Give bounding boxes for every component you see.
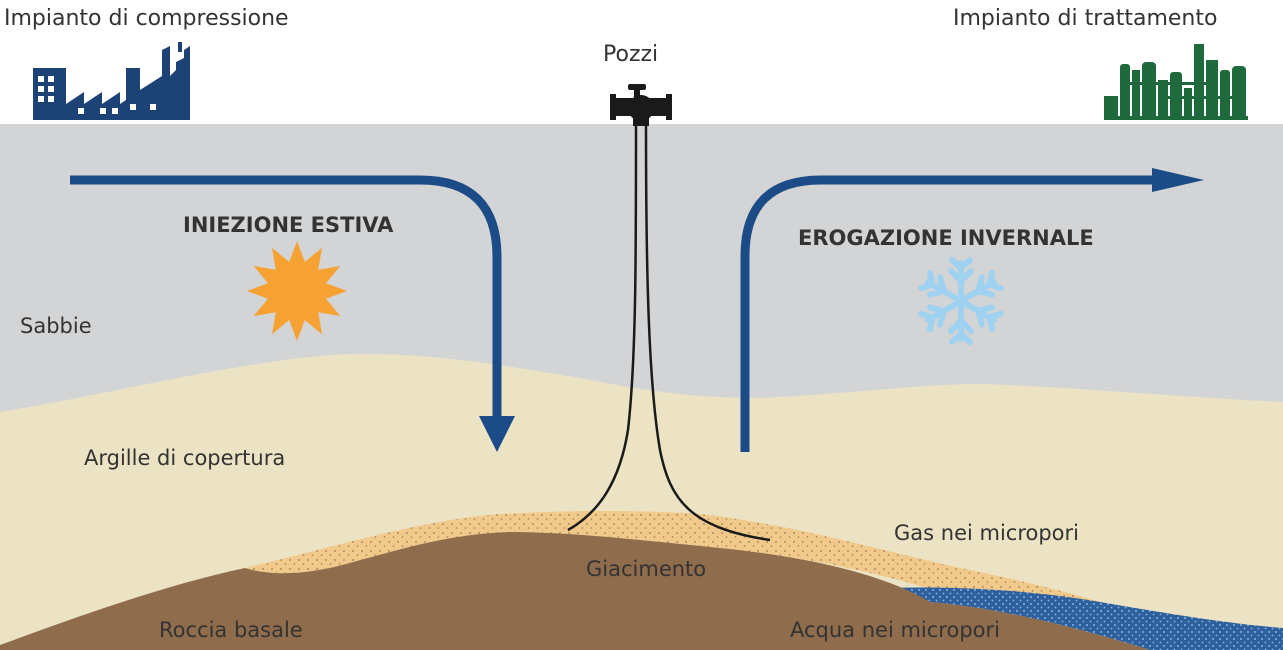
water-layer	[880, 587, 1283, 650]
bedrock-label: Roccia basale	[159, 618, 303, 642]
summer-injection-label: INIEZIONE ESTIVA	[183, 213, 394, 237]
treatment-plant-label: Impianto di trattamento	[953, 6, 1218, 31]
factory-icon	[33, 42, 190, 120]
reservoir-label: Giacimento	[586, 557, 707, 581]
withdrawal-arrowhead	[1152, 168, 1204, 192]
sun-icon	[247, 241, 347, 341]
gas-sand-layer	[245, 511, 1100, 602]
injection-arrowhead	[479, 416, 515, 452]
wells-label: Pozzi	[603, 42, 659, 67]
winter-withdrawal-label: EROGAZIONE INVERNALE	[798, 226, 1094, 250]
cover-clays-label: Argille di copertura	[84, 446, 286, 470]
water-micropores-label: Acqua nei micropori	[790, 618, 1000, 642]
snowflake-icon	[920, 257, 1001, 342]
wellbore	[567, 123, 771, 542]
withdrawal-arrow	[740, 175, 1162, 452]
bedrock-layer	[0, 532, 1150, 650]
injection-arrow	[70, 175, 502, 418]
refinery-icon	[1104, 44, 1248, 120]
sands-label: Sabbie	[20, 314, 92, 338]
compression-plant-label: Impianto di compressione	[4, 6, 289, 31]
wellhead-valve-icon	[610, 84, 672, 126]
gas-micropores-label: Gas nei micropori	[894, 521, 1080, 545]
